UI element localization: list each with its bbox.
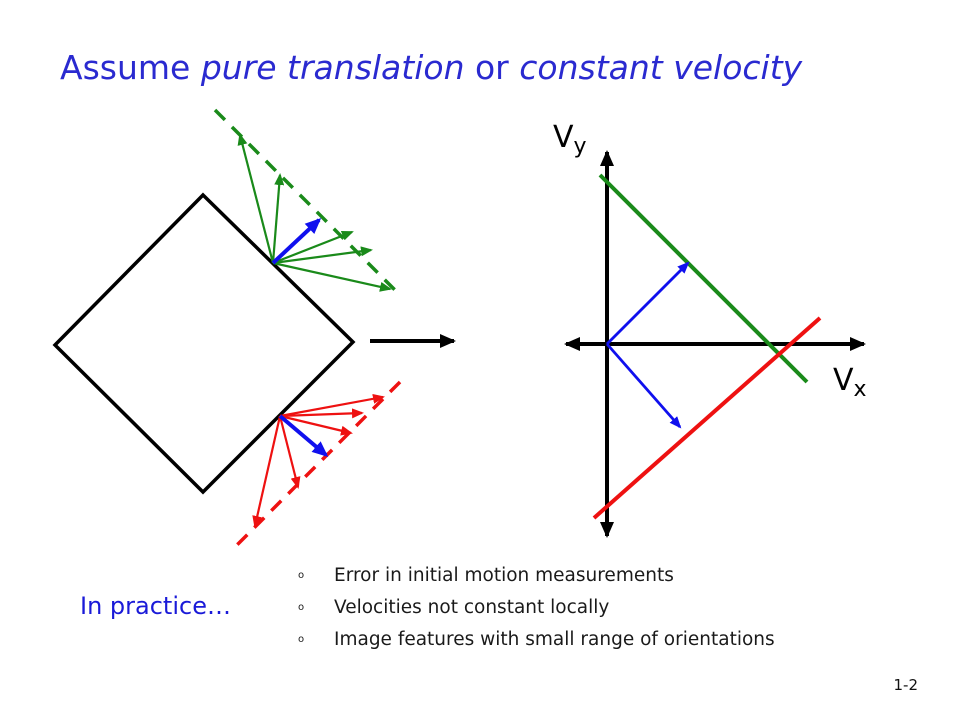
red-velocity-constraint-line <box>592 316 822 520</box>
green-vector-3 <box>272 230 354 265</box>
green-vector-5 <box>272 261 392 292</box>
red-vector-1 <box>279 393 385 418</box>
red-vector-3 <box>279 414 353 436</box>
axis-label-vy: Vy <box>553 120 587 159</box>
bullet-text: Velocities not constant locally <box>334 597 610 618</box>
red-candidate-vectors <box>252 393 385 528</box>
green-vector-2 <box>271 173 285 264</box>
bullet-marker: o <box>298 602 305 613</box>
blue-normal-velocity-upper <box>606 261 690 345</box>
title-part1: Assume <box>60 48 201 87</box>
blue-normal-vector-lower <box>278 414 329 457</box>
axis-label-vy-sub: y <box>574 134 587 159</box>
green-vector-4 <box>272 246 373 265</box>
green-candidate-vectors <box>237 133 392 292</box>
list-item: o Image features with small range of orie… <box>298 624 775 656</box>
axis-label-vx: Vx <box>833 363 867 402</box>
red-vector-5 <box>252 415 282 528</box>
slide-title: Assume pure translation or constant velo… <box>60 48 802 87</box>
page-number: 1-2 <box>893 676 919 694</box>
axis-label-vx-sub: x <box>854 377 867 402</box>
bullet-marker: o <box>298 570 305 581</box>
green-dashed-constraint-line <box>213 108 402 297</box>
bullet-text: Error in initial motion measurements <box>334 565 674 586</box>
diamond-shape <box>52 192 356 495</box>
green-vector-1 <box>237 133 275 264</box>
red-vector-2 <box>279 408 364 419</box>
red-dashed-constraint-line <box>230 380 402 552</box>
blue-normal-vector-upper <box>271 217 322 265</box>
red-vector-4 <box>278 415 301 489</box>
bullet-text: Image features with small range of orien… <box>334 629 775 650</box>
in-practice-heading: In practice… <box>80 592 231 620</box>
list-item: o Error in initial motion measurements <box>298 560 775 592</box>
axis-label-vx-main: V <box>833 363 854 398</box>
list-item: o Velocities not constant locally <box>298 592 775 624</box>
title-emphasis-constant-velocity: constant velocity <box>519 48 803 87</box>
bullet-marker: o <box>298 634 305 645</box>
blue-normal-velocity-lower <box>605 343 682 429</box>
title-emphasis-pure-translation: pure translation <box>200 48 465 87</box>
axis-label-vy-main: V <box>553 120 574 155</box>
title-part3: or <box>464 48 520 87</box>
green-velocity-constraint-line <box>598 173 809 384</box>
